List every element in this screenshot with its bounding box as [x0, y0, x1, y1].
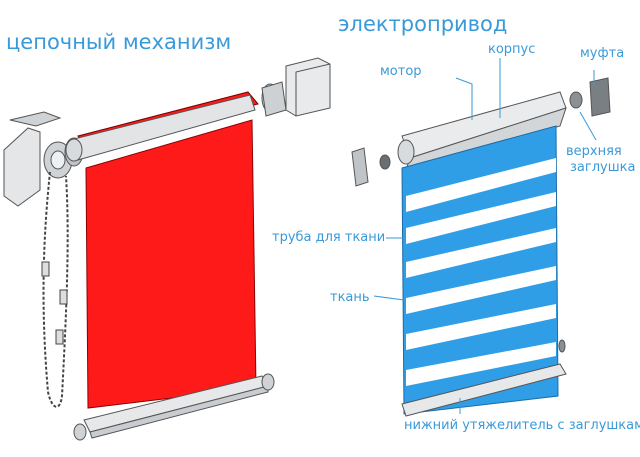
red-fabric — [85, 119, 257, 409]
chain-mechanism-title: цепочный механизм — [6, 30, 232, 54]
bottom-weight-label: нижний утяжелитель с заглушками — [404, 418, 640, 433]
chain-connector-icon — [59, 289, 68, 305]
motor-label: мотор — [380, 64, 422, 79]
zebra-fabric — [401, 125, 559, 415]
fabric-tube-label: труба для ткани — [272, 230, 386, 245]
left-bracket-icon — [3, 111, 62, 207]
clutch-icon — [569, 77, 611, 117]
right-bracket-icon — [261, 57, 331, 117]
clutch-label: муфта — [580, 46, 625, 61]
chain-blind-illustration — [3, 57, 331, 441]
chain-icon — [42, 171, 69, 408]
left-end-cap-icon — [351, 147, 391, 187]
electric-drive-title: электропривод — [338, 12, 508, 36]
fabric-label: ткань — [330, 290, 370, 305]
body-label: корпус — [488, 42, 536, 57]
top-cap-label-line1: верхняя — [566, 144, 622, 159]
top-casing — [397, 91, 567, 171]
bottom-weight-right — [401, 339, 567, 417]
motor-blind-illustration — [351, 58, 611, 417]
top-tube-left — [65, 91, 259, 162]
chain-connector-icon — [55, 329, 64, 345]
leader-lines — [373, 58, 597, 414]
bottom-weight-left — [73, 373, 275, 441]
chain-connector-icon — [41, 261, 50, 277]
top-cap-label-line2: заглушка — [570, 160, 636, 175]
